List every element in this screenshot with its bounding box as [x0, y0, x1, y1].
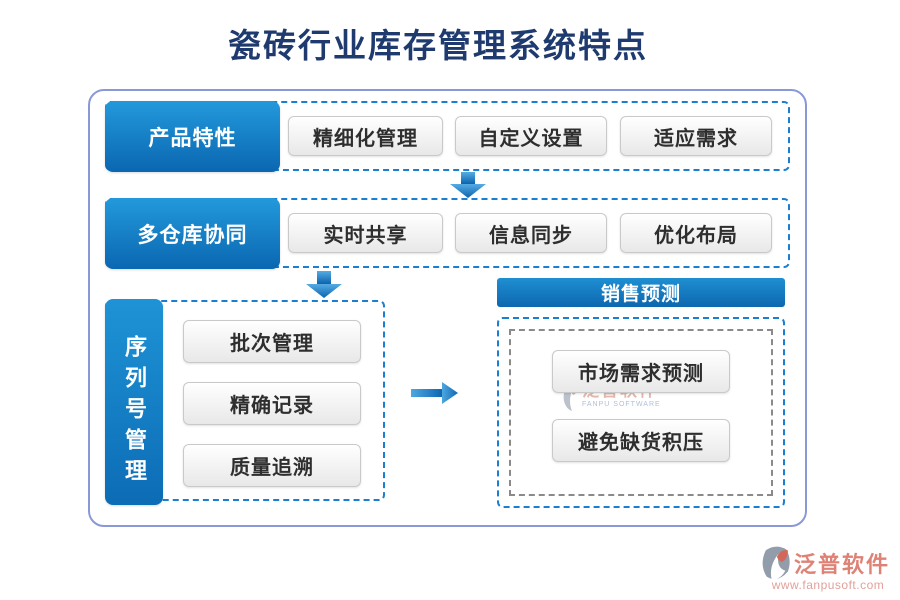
page-title: 瓷砖行业库存管理系统特点	[228, 29, 648, 65]
footer-url: www.fanpusoft.com	[771, 578, 885, 592]
feature-item: 信息同步	[455, 213, 607, 253]
arrow-down-icon	[450, 172, 486, 198]
footer-brand-name: 泛普软件	[794, 552, 891, 577]
feature-item: 质量追溯	[183, 444, 361, 487]
row-label-product-features: 产品特性	[105, 101, 280, 172]
feature-item: 优化布局	[620, 213, 772, 253]
feature-item: 批次管理	[183, 320, 361, 363]
feature-item: 避免缺货积压	[552, 419, 730, 462]
feature-item: 精细化管理	[288, 116, 443, 156]
watermark-subtitle: FANPU SOFTWARE	[582, 401, 661, 408]
feature-item: 市场需求预测	[552, 350, 730, 393]
forecast-inner-group	[509, 329, 773, 496]
feature-item: 实时共享	[288, 213, 443, 253]
forecast-header: 销售预测	[497, 278, 785, 307]
feature-item: 自定义设置	[455, 116, 607, 156]
row-label-multi-warehouse: 多仓库协同	[105, 198, 280, 269]
footer-logo-icon	[762, 546, 790, 580]
forecast-outer-group	[497, 317, 785, 508]
row-label-serial-number: 序列号管理	[105, 299, 163, 505]
feature-item: 精确记录	[183, 382, 361, 425]
arrow-right-icon	[411, 382, 458, 404]
footer-brand: 泛普软件 www.fanpusoft.com	[760, 546, 896, 592]
feature-item: 适应需求	[620, 116, 772, 156]
arrow-down-icon	[306, 271, 342, 298]
